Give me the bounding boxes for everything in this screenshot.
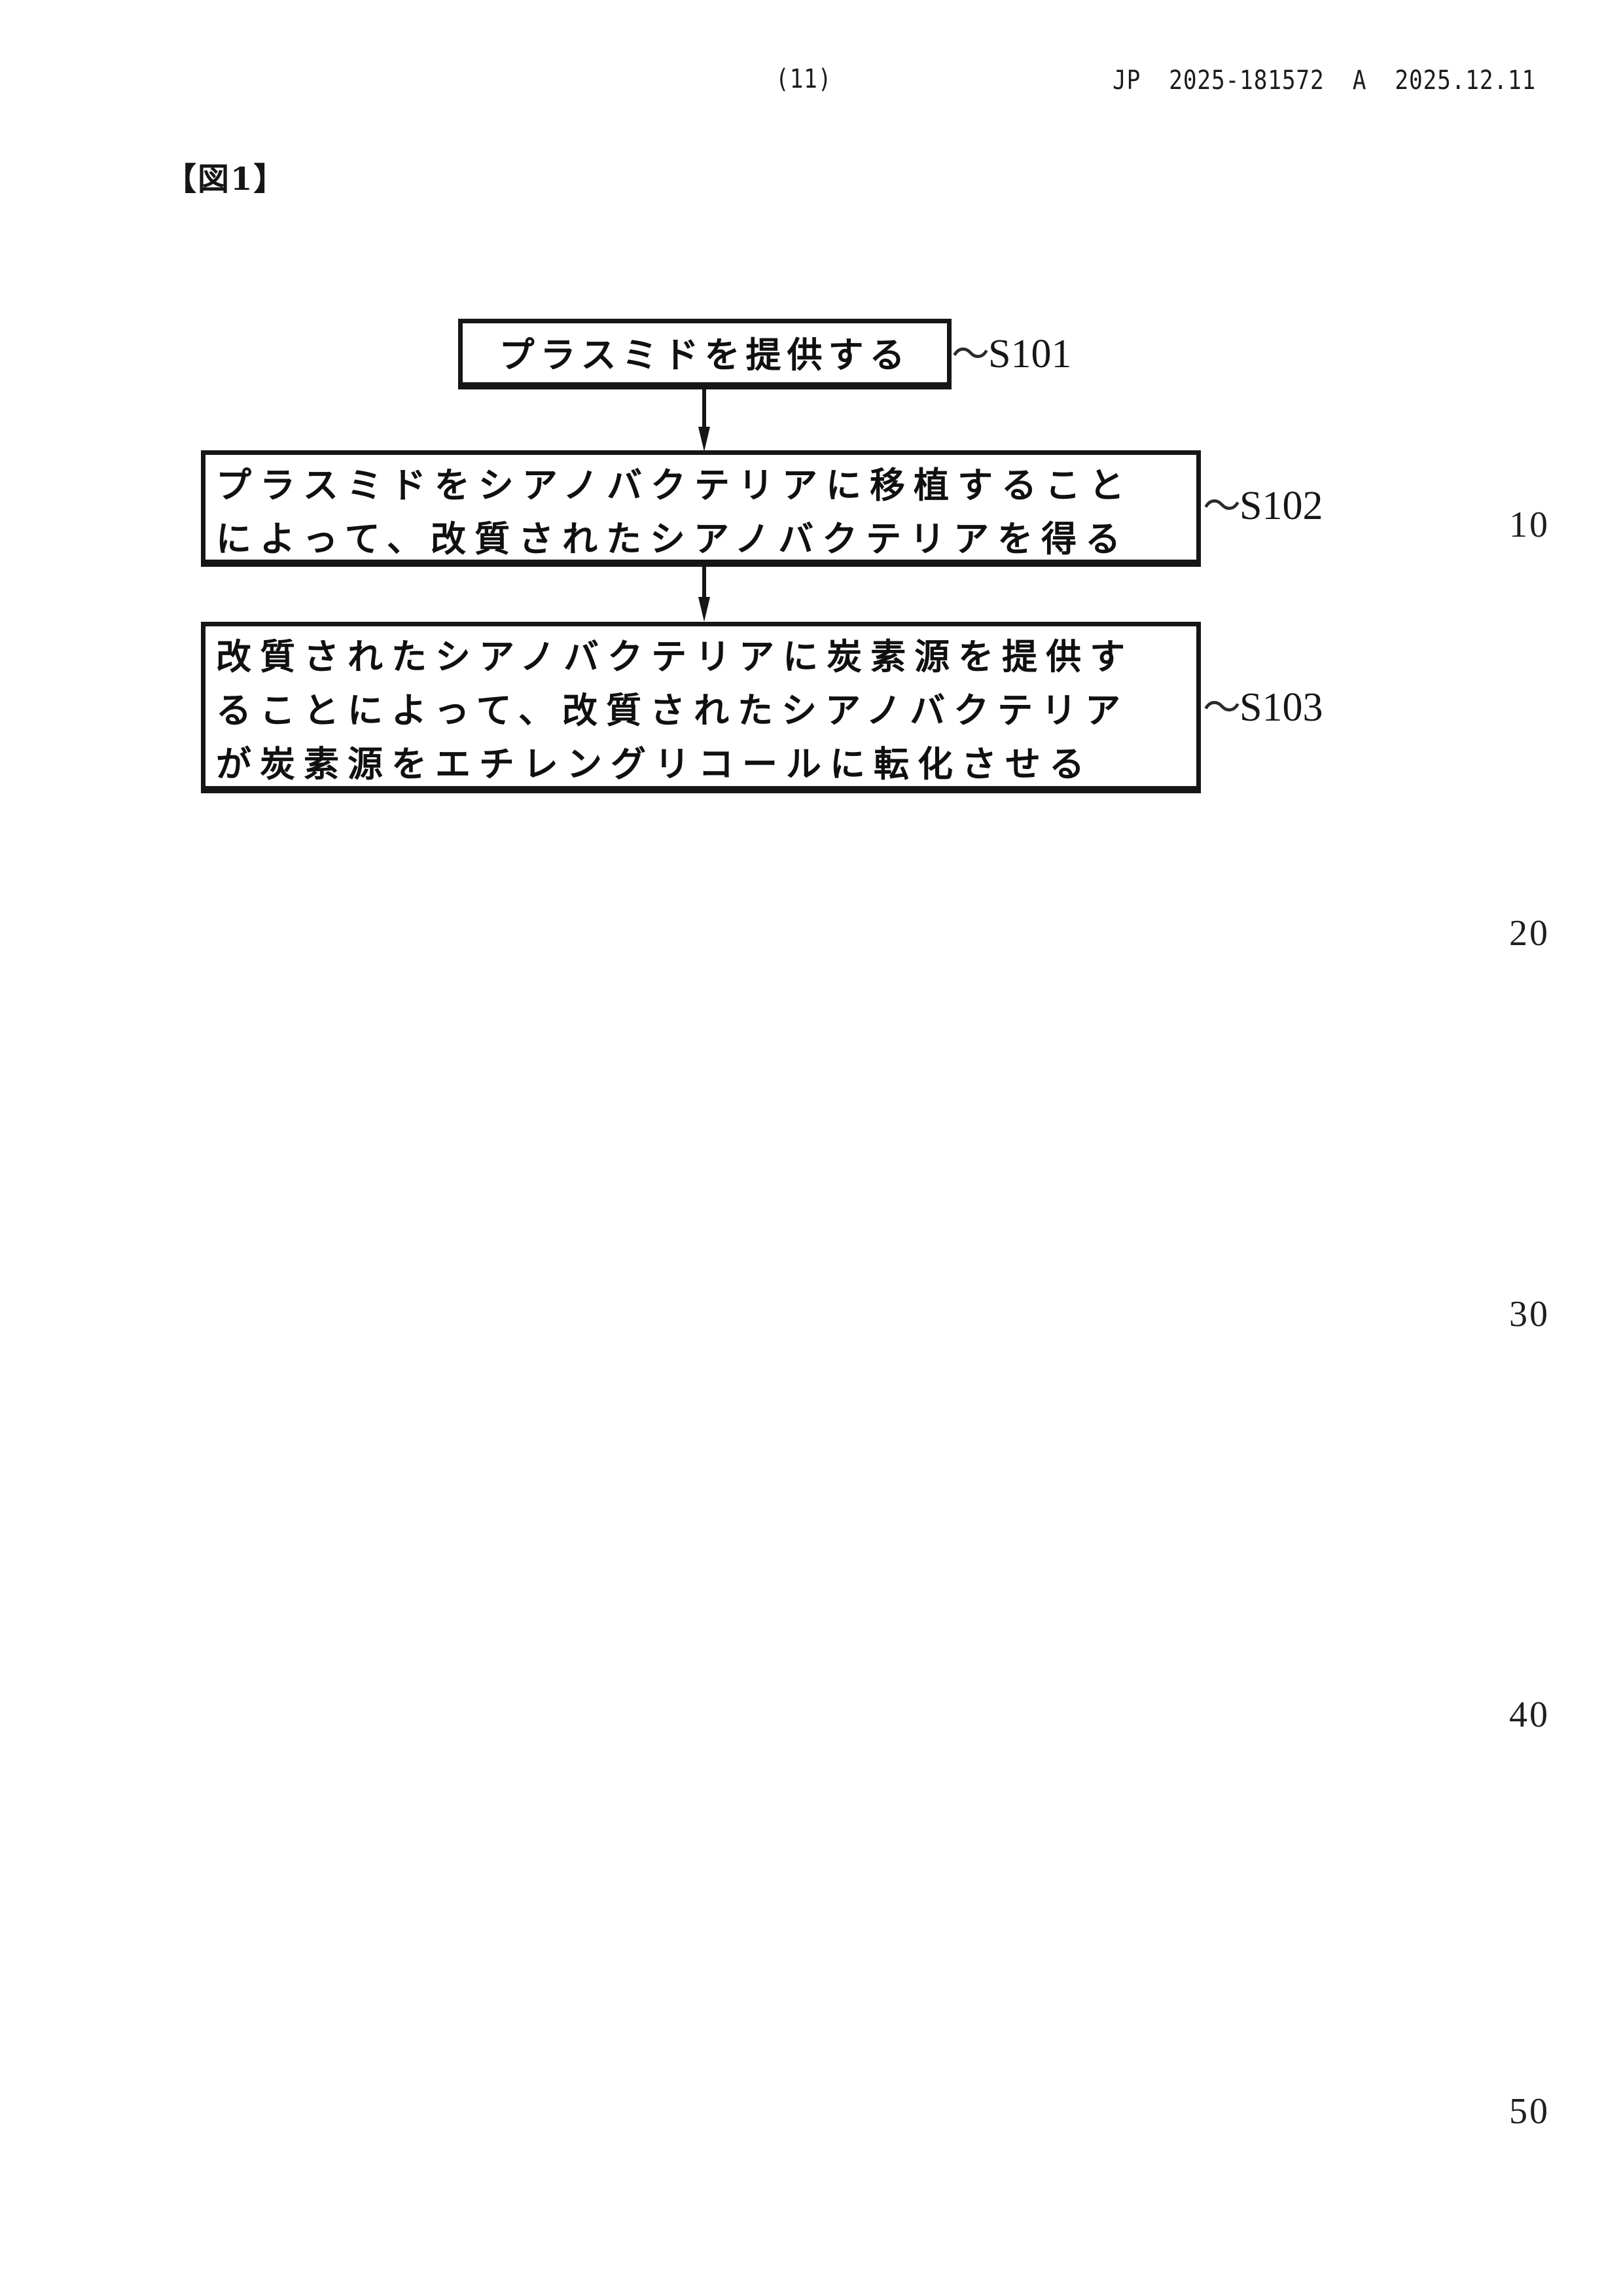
- step-text-line: によって、改質されたシアノバクテリアを得る: [216, 518, 1130, 560]
- flow-step-box-s102: プラスミドをシアノバクテリアに移植すること によって、改質されたシアノバクテリア…: [201, 450, 1201, 567]
- squiggle-connector-icon: ～: [1203, 685, 1241, 730]
- margin-line-number-50: 50: [1509, 2091, 1550, 2132]
- flow-step-box-s103: 改質されたシアノバクテリアに炭素源を提供す ることによって、改質されたシアノバク…: [201, 622, 1201, 793]
- squiggle-connector-icon: ～: [952, 332, 990, 376]
- margin-line-number-30: 30: [1509, 1294, 1550, 1335]
- figure-label: 【図1】: [165, 161, 287, 198]
- margin-line-number-40: 40: [1509, 1695, 1550, 1735]
- step-text-line: 改質されたシアノバクテリアに炭素源を提供す: [216, 636, 1134, 677]
- margin-line-number-10: 10: [1509, 505, 1550, 545]
- step-text-line: ることによって、改質されたシアノバクテリア: [216, 689, 1130, 731]
- down-arrow-icon: [698, 564, 710, 622]
- step-text-line: プラスミドを提供する: [499, 334, 911, 376]
- step-label-s101: ～ S101: [952, 334, 1072, 374]
- publication-number: JP 2025-181572 A 2025.12.11: [1113, 65, 1537, 96]
- step-id-text: S101: [988, 332, 1072, 376]
- margin-line-number-20: 20: [1509, 913, 1550, 954]
- step-id-text: S102: [1240, 484, 1323, 528]
- flow-step-box-s101: プラスミドを提供する: [458, 319, 952, 389]
- step-label-s102: ～ S102: [1203, 486, 1323, 526]
- step-label-s103: ～ S103: [1203, 687, 1323, 728]
- step-id-text: S103: [1240, 685, 1323, 730]
- kind-code-marker: (11): [776, 64, 832, 94]
- step-text-line: が炭素源をエチレングリコールに転化させる: [216, 743, 1093, 785]
- down-arrow-icon: [698, 389, 710, 452]
- step-text-line: プラスミドをシアノバクテリアに移植すること: [216, 464, 1133, 506]
- squiggle-connector-icon: ～: [1203, 484, 1241, 528]
